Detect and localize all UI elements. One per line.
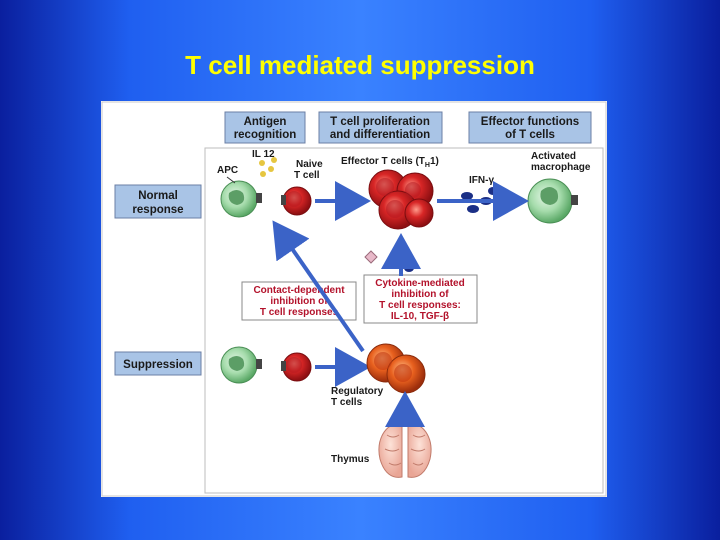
naive-t-cell-suppression [281,352,312,382]
apc-pointer [226,176,236,184]
svg-text:Normal: Normal [138,190,178,202]
label-il12: IL 12 [252,149,275,160]
label-effector-t-cells: Effector T cells (TH1) [341,156,439,169]
row-label-suppression: Suppression [114,351,202,376]
naive-t-cell-normal [281,186,312,216]
svg-text:T cell proliferation: T cell proliferation [330,116,430,128]
svg-text:Antigen: Antigen [244,116,287,128]
label-regulatory: Regulatory [331,386,384,397]
svg-text:Effector functions: Effector functions [481,116,579,128]
thymus-organ [378,422,432,478]
svg-text:IL-10, TGF-β: IL-10, TGF-β [391,311,449,322]
label-ifn-gamma: IFN-γ [469,175,494,186]
svg-text:response: response [132,204,183,216]
cytokine-mediated-box: Cytokine-mediated inhibition of T cell r… [363,274,478,324]
svg-text:of T cells: of T cells [505,129,555,141]
arrow-contact-to-naive [272,220,365,353]
header-box-proliferation: T cell proliferation and differentiation [318,111,443,144]
diagram-figure: Antigen recognition T cell proliferation… [101,101,607,497]
effector-t-cells [368,169,434,230]
label-thymus: Thymus [331,454,370,465]
il12-cytokines [259,157,277,177]
apc-cell-normal [220,180,262,218]
label-activated: Activated [531,151,576,162]
label-regulatory-tcells: T cells [331,397,363,408]
svg-text:T cell responses:: T cell responses: [379,300,461,311]
svg-text:inhibition of: inhibition of [391,289,449,300]
header-box-antigen-recognition: Antigen recognition [224,111,306,144]
label-apc: APC [217,165,238,176]
label-macrophage: macrophage [531,162,591,173]
svg-text:Suppression: Suppression [123,359,193,371]
svg-text:inhibition of: inhibition of [270,296,328,307]
regulatory-t-cells [366,343,426,394]
svg-text:Contact-dependent: Contact-dependent [253,285,345,296]
svg-text:T cell responses: T cell responses [260,307,339,318]
header-box-effector-functions: Effector functions of T cells [468,111,592,144]
label-naive-tcell: T cell [294,170,320,181]
svg-text:recognition: recognition [234,129,297,141]
diagram-svg: Antigen recognition T cell proliferation… [101,101,607,497]
row-label-normal-response: Normal response [114,184,202,219]
slide-title: T cell mediated suppression [185,50,535,80]
svg-text:and differentiation: and differentiation [330,129,430,141]
apc-cell-suppression [220,346,262,384]
label-naive: Naive [296,159,323,170]
svg-text:Cytokine-mediated: Cytokine-mediated [375,278,464,289]
